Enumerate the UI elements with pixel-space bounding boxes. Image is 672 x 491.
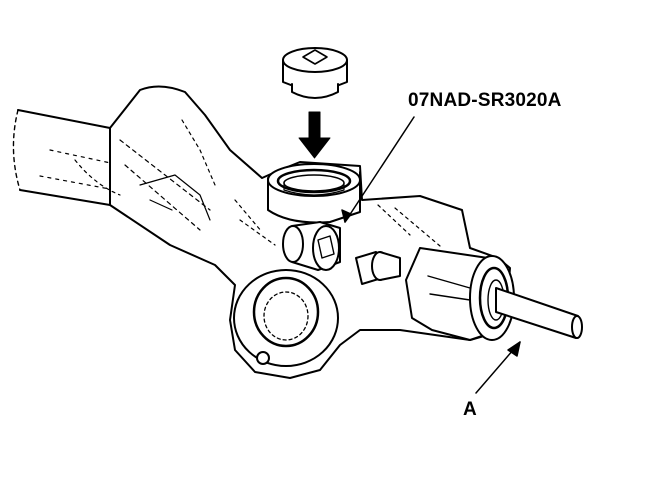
tool-leader — [341, 116, 415, 223]
lower-port — [233, 269, 339, 367]
rack-shaft — [495, 287, 583, 339]
pinion-bolt — [355, 251, 401, 285]
top-port-boss — [267, 163, 361, 224]
plug-part — [282, 47, 348, 99]
insertion-arrow — [298, 111, 331, 159]
part-a-leader — [475, 341, 521, 394]
special-tool — [282, 221, 341, 271]
rack-tube-left — [12, 109, 121, 206]
tool-number-label: 07NAD-SR3020A — [408, 90, 562, 111]
part-a-label: A — [463, 399, 477, 420]
housing-shading — [74, 119, 441, 247]
